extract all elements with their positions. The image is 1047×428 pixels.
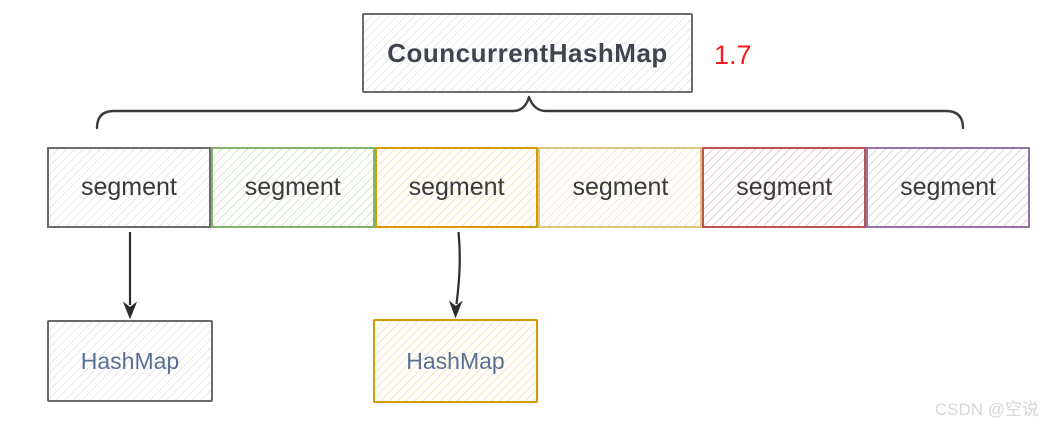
segment-label-6: segment xyxy=(900,173,996,201)
arrow-segment3-to-hashmap2 xyxy=(448,231,463,319)
hashmap-node-1: HashMap xyxy=(47,320,213,402)
hashmap-label-1: HashMap xyxy=(80,347,180,374)
hashmap-node-2: HashMap xyxy=(373,319,538,403)
concurrenthashmap-label: CouncurrentHashMap xyxy=(387,37,668,68)
hashmap-label-2: HashMap xyxy=(406,347,505,374)
segment-box-4: segment xyxy=(538,147,703,228)
segment-label-3: segment xyxy=(408,173,505,201)
segment-box-5: segment xyxy=(702,147,867,228)
segment-label-5: segment xyxy=(736,173,833,201)
curly-brace xyxy=(95,95,965,130)
segment-label-2: segment xyxy=(244,173,341,201)
segment-box-1: segment xyxy=(47,147,211,228)
watermark: CSDN @空说 xyxy=(934,400,1039,419)
segment-row: segment segment segment segment segment … xyxy=(47,147,1030,228)
segment-label-1: segment xyxy=(80,173,177,201)
version-label: 1.7 xyxy=(714,40,752,70)
concurrenthashmap-node: CouncurrentHashMap xyxy=(362,13,693,93)
segment-box-3: segment xyxy=(374,147,539,228)
segment-box-2: segment xyxy=(210,147,375,228)
segment-label-4: segment xyxy=(572,173,669,201)
segment-box-6: segment xyxy=(866,147,1030,228)
arrow-segment1-to-hashmap1 xyxy=(122,232,138,320)
